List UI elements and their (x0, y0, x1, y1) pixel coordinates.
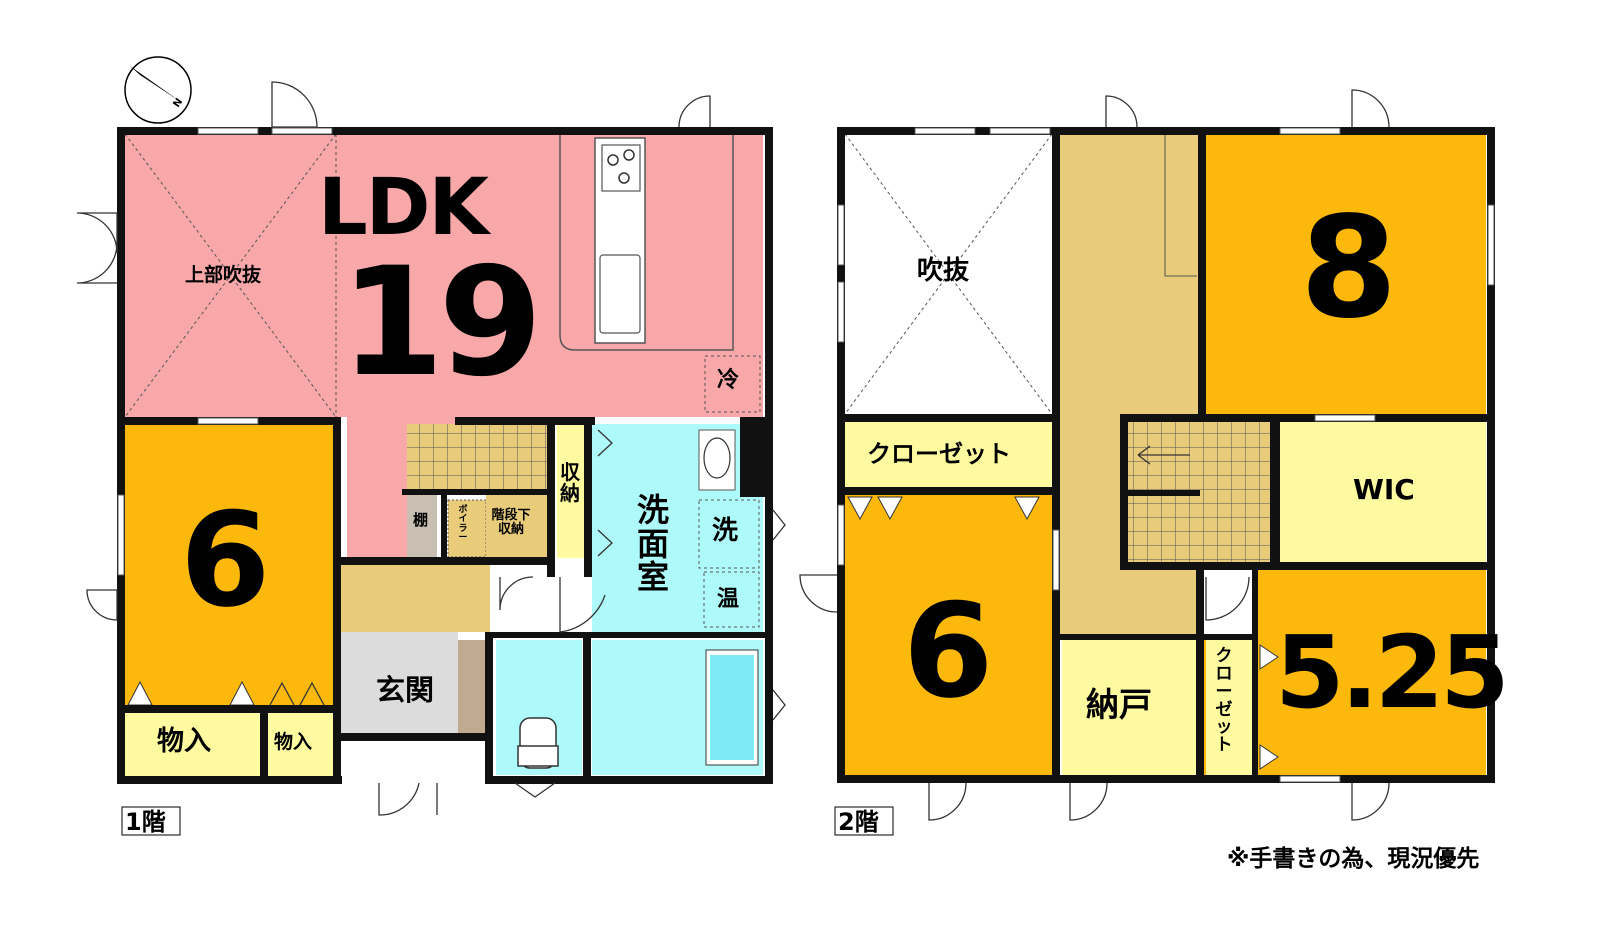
storeroom-label: 納戸 (1086, 685, 1152, 724)
room-ne-2f (1206, 134, 1486, 414)
entrance-area (340, 632, 458, 738)
floor2-caption: 2階 (838, 808, 879, 836)
storeroom-area (1062, 640, 1196, 775)
floor1-caption: 1階 (125, 808, 166, 836)
closet-1f (557, 425, 584, 558)
heater-label: 温 (717, 587, 740, 612)
hall-1f (340, 565, 490, 632)
under-stair-label: 階段下 収納 (491, 508, 531, 537)
toilet-icon (517, 717, 559, 769)
wic-label: WIC (1353, 473, 1415, 506)
closet-vertical-label: クローゼット (1215, 646, 1233, 756)
shelf-label: 棚 (413, 511, 429, 529)
storage-small-area (268, 712, 333, 776)
storage-small-label: 物入 (274, 731, 313, 753)
wic-area (1280, 422, 1486, 562)
boiler-label: ボイラー (458, 505, 468, 544)
room-se-size: 5.25 (1275, 614, 1510, 731)
storage-left-label: 物入 (157, 726, 211, 757)
shelf-area (407, 495, 437, 557)
washer-label: 洗 (712, 516, 739, 546)
room-west-1f-size: 6 (180, 484, 271, 636)
compass-icon: N (124, 56, 192, 124)
stove-icon (601, 144, 641, 192)
void-1f-label: 上部吹抜 (185, 264, 262, 286)
bathtub-icon (710, 655, 754, 760)
floor-2-plan: 2階 (799, 89, 1495, 836)
room-west-2f (845, 495, 1052, 775)
room-ne-size: 8 (1300, 187, 1398, 350)
sink-icon (599, 254, 641, 334)
entrance-label: 玄関 (376, 673, 435, 707)
stairs-1f (407, 424, 547, 489)
room-west-2f-size: 6 (903, 575, 994, 727)
closet-1f-label: 収納 (560, 460, 580, 505)
ldk-label: LDK (318, 163, 489, 253)
ldk-area (125, 134, 763, 417)
floor-1-plan: 1階 (76, 81, 786, 836)
closet-top-label: クローゼット (867, 440, 1011, 468)
fridge-label: 冷 (717, 368, 740, 393)
room-west-1f (125, 425, 333, 707)
storage-left-area (125, 712, 260, 776)
void-2f-label: 吹抜 (917, 256, 970, 286)
washroom-label: 洗 面 室 (636, 491, 669, 597)
footnote: ※手書きの為、現況優先 (1227, 846, 1480, 872)
closet-top-area (845, 422, 1052, 487)
under-stair-area (486, 495, 548, 557)
ldk-size: 19 (340, 236, 543, 410)
fridge-box (704, 355, 761, 413)
